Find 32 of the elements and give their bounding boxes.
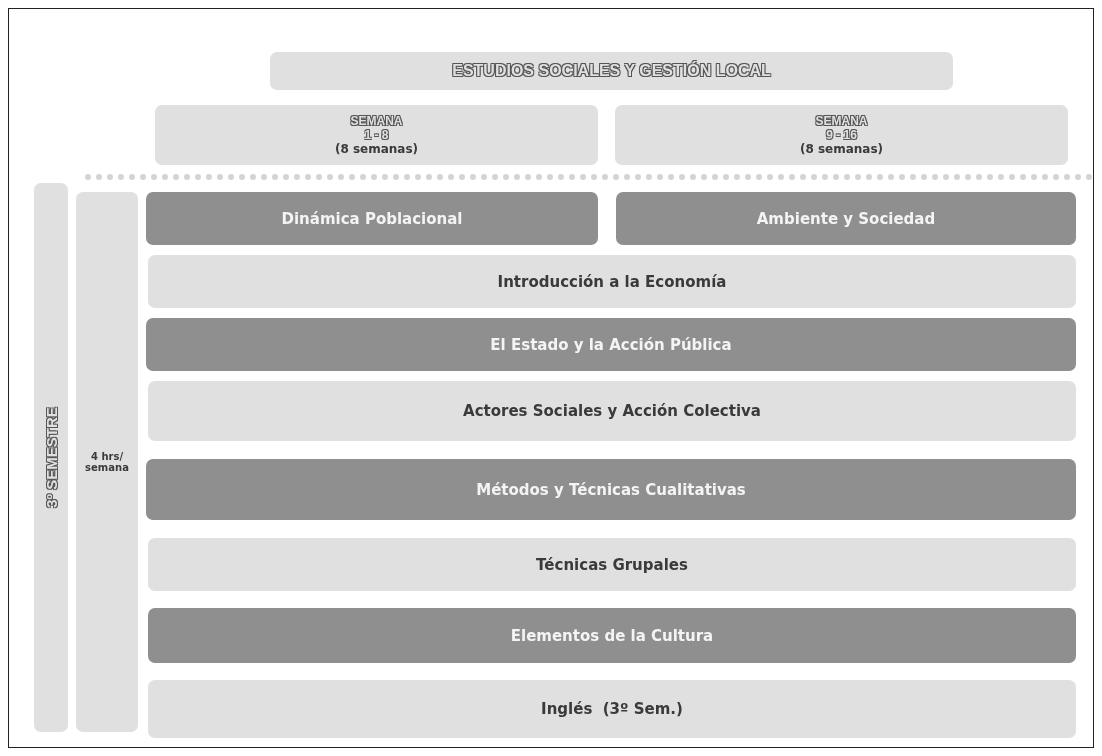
course-bar [616,192,1076,245]
title-band [270,52,953,90]
semester-band [34,183,68,732]
week-count: (8 semanas) [334,142,419,156]
course-label: Técnicas Grupales [536,555,688,574]
course-bar [148,608,1076,663]
week-range: 1 - 8 [364,128,389,142]
course-bar [148,381,1076,441]
course-label: Inglés (3º Sem.) [541,700,683,718]
course-label: Introducción a la Economía [497,272,727,291]
course-label: Ambiente y Sociedad [756,209,936,228]
course-bar [146,459,1076,520]
course-label: Actores Sociales y Acción Colectiva [463,402,761,420]
course-label: El Estado y la Acción Pública [490,335,732,354]
course-bar [146,318,1076,371]
course-label: Dinámica Poblacional [281,209,463,228]
course-label: Métodos y Técnicas Cualitativas [476,480,746,499]
week-label: SEMANA [350,114,403,128]
week-range: 9 - 16 [826,128,857,142]
course-label: 4 hrs/ semana [84,451,130,473]
week-box [155,105,598,165]
course-label: ESTUDIOS SOCIALES Y GESTIÓN LOCAL [452,62,771,80]
course-label: Elementos de la Cultura [510,626,714,645]
hours-band [76,192,138,732]
week-count: (8 semanas) [799,142,884,156]
week-label: SEMANA [815,114,868,128]
course-bar [148,538,1076,591]
week-box [615,105,1068,165]
course-label: 3º SEMESTRE [42,407,60,508]
course-bar [148,680,1076,738]
course-bar [148,255,1076,308]
course-bar [146,192,598,245]
